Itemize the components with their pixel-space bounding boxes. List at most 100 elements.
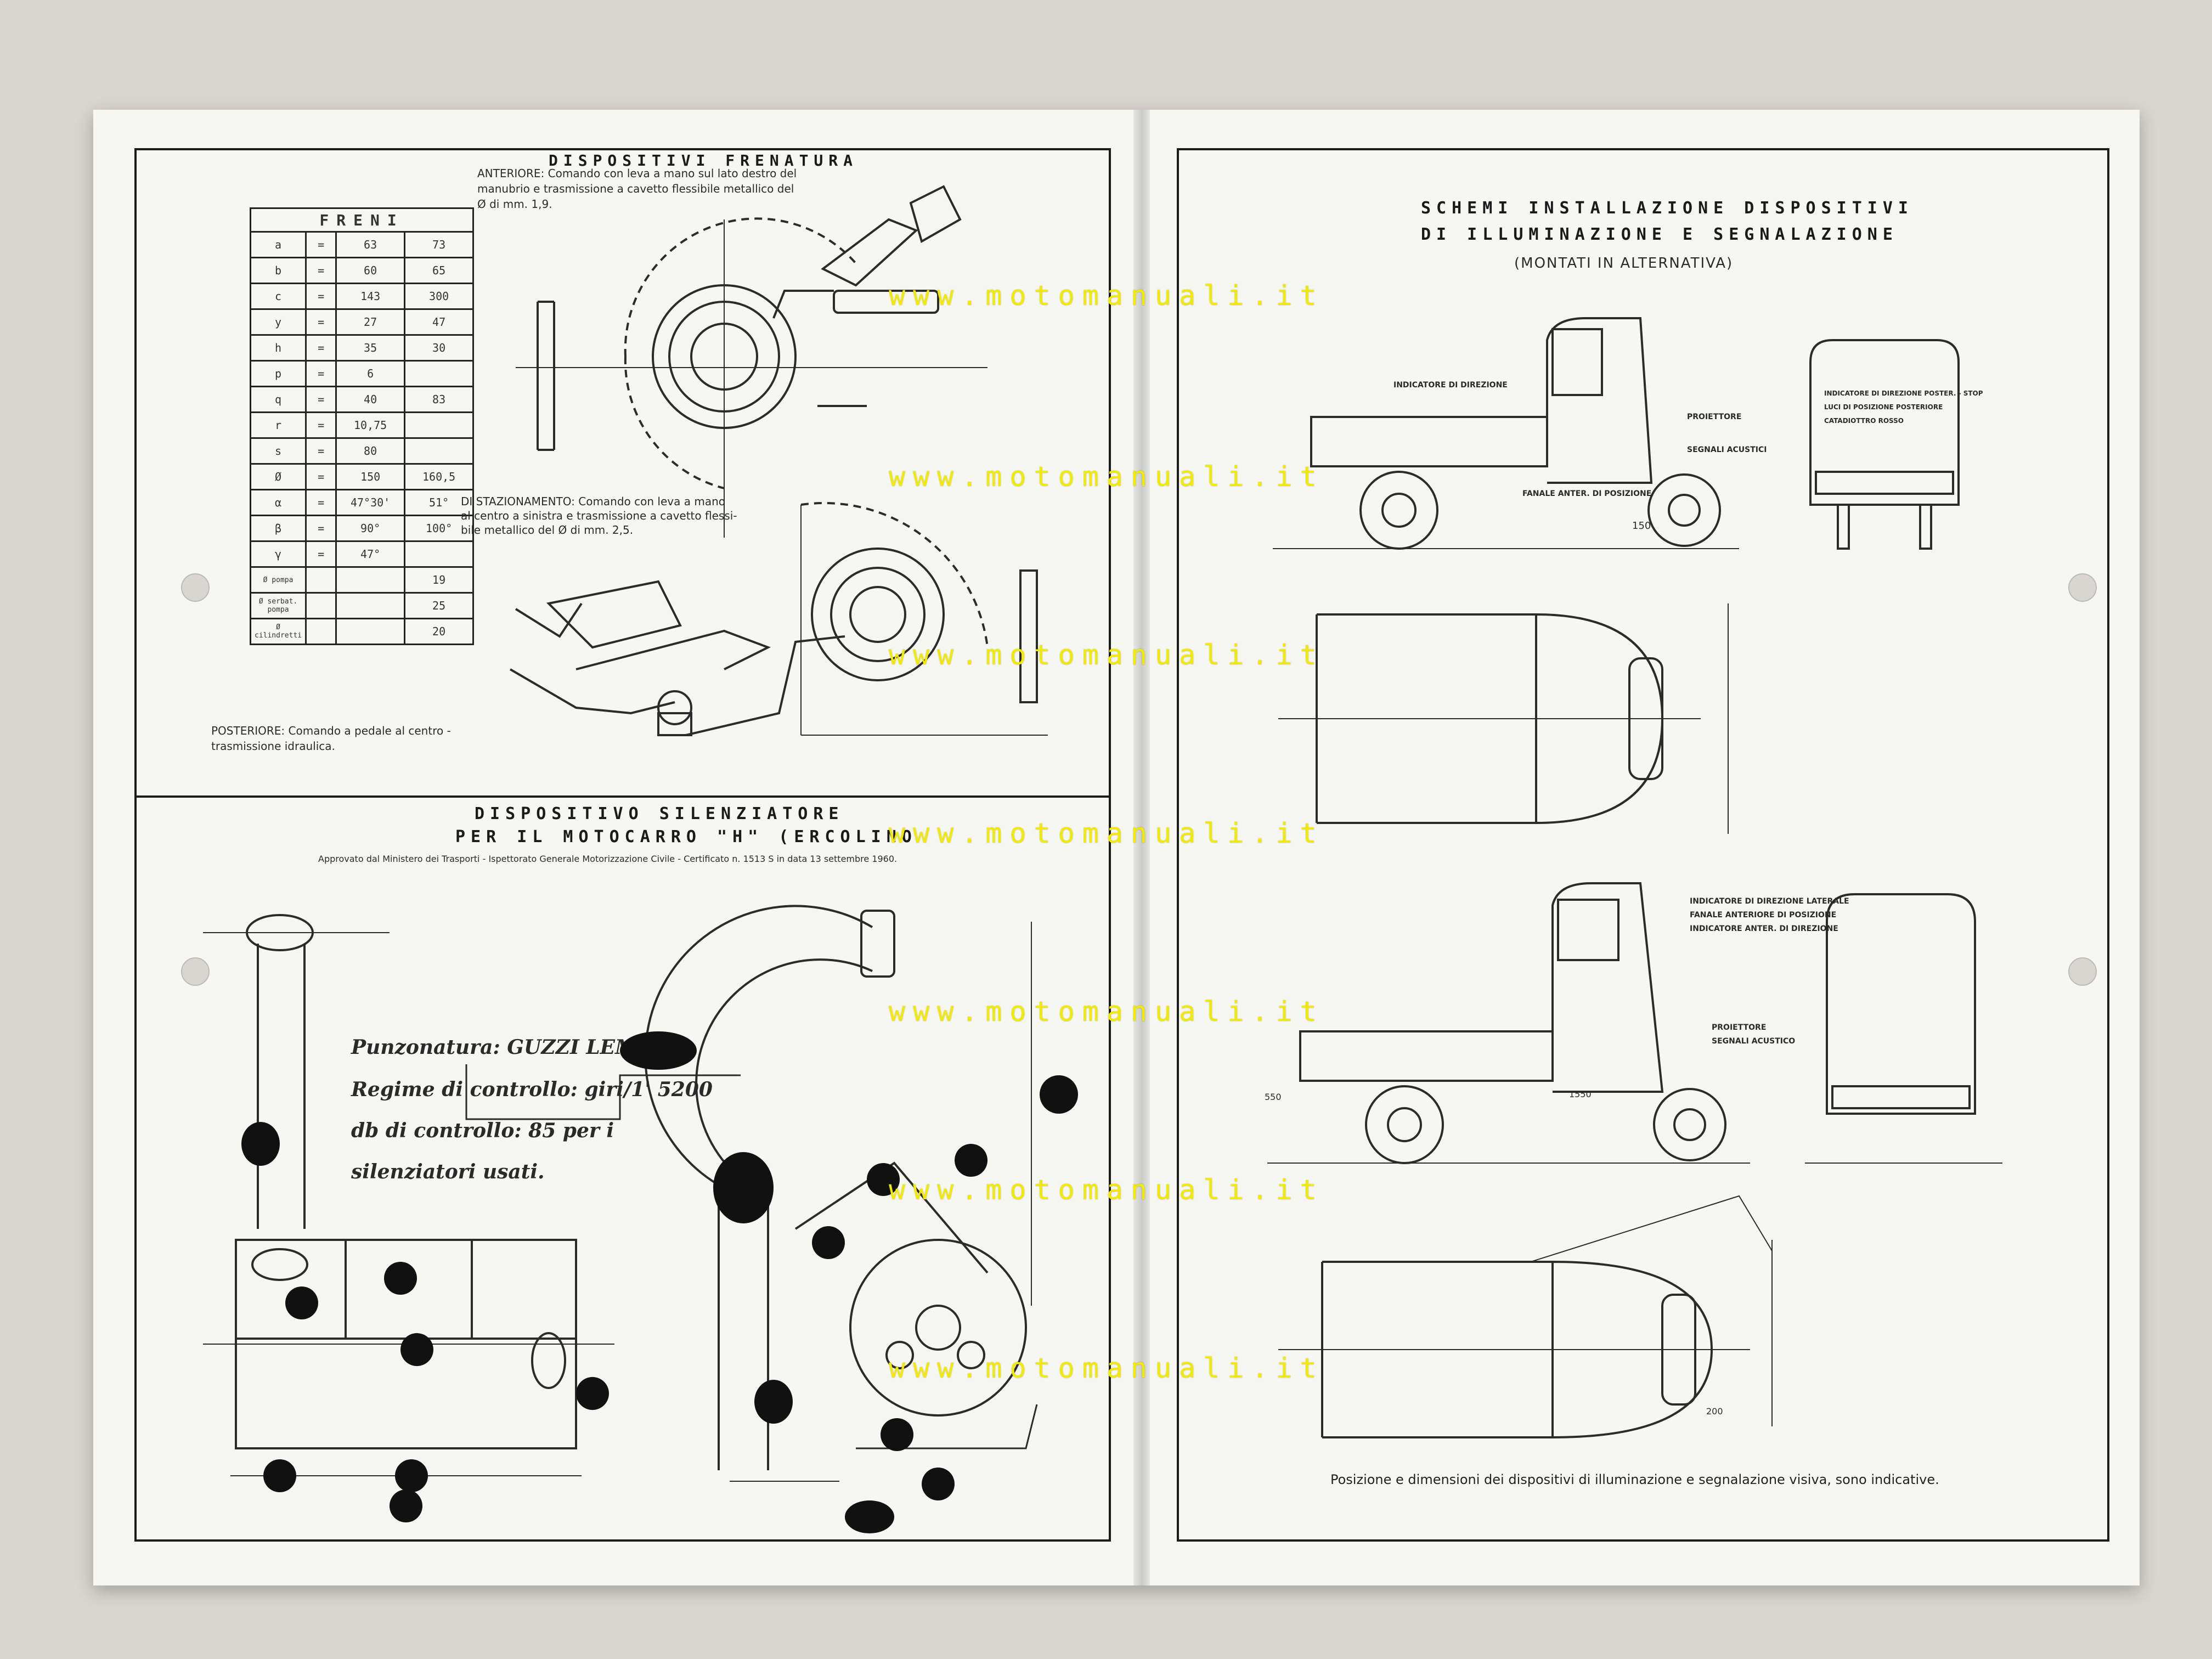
freni-cell-value-2: 19: [404, 566, 475, 594]
watermark: www.motomanuali.it: [889, 817, 1324, 849]
vehicle-diagrams: [1267, 317, 2002, 1439]
freni-cell-equals: =: [305, 463, 337, 490]
freni-cell-value-1: 63: [335, 231, 406, 258]
freni-cell-symbol: Ø: [249, 463, 307, 490]
redaction-blot: [754, 1380, 793, 1424]
freni-cell-value-2: [404, 437, 475, 465]
freni-cell-equals: =: [305, 437, 337, 465]
freni-cell-symbol: s: [249, 437, 307, 465]
dim-1550: 1550: [1569, 1089, 1592, 1099]
redaction-blot: [263, 1459, 296, 1492]
freni-cell-equals: [305, 618, 337, 645]
freni-cell-equals: =: [305, 411, 337, 439]
freni-cell-symbol: β: [249, 515, 307, 542]
redaction-blot: [620, 1031, 697, 1070]
freni-cell-symbol: q: [249, 386, 307, 413]
punch-hole: [181, 957, 210, 986]
schemi-title-2: DI ILLUMINAZIONE E SEGNALAZIONE: [1421, 225, 1898, 244]
handwritten-note-3: db di controllo: 85 per i: [351, 1119, 614, 1142]
redaction-blot: [713, 1152, 774, 1223]
freni-cell-value-2: 25: [404, 592, 475, 619]
freni-cell-value-1: 80: [335, 437, 406, 465]
punch-hole: [2068, 573, 2097, 602]
redaction-blot: [812, 1226, 845, 1259]
label-side-2: FANALE ANTERIORE DI POSIZIONE: [1690, 911, 1837, 919]
freni-cell-value-1: 10,75: [335, 411, 406, 439]
stazionamento-text-2: al centro a sinistra e trasmissione a ca…: [461, 509, 737, 522]
freni-cell-symbol: y: [249, 308, 307, 336]
freni-table-row: p=6: [249, 360, 475, 387]
label-proiettore-2: PROIETTORE: [1712, 1023, 1767, 1032]
freni-cell-symbol: Ø cilindretti: [249, 618, 307, 645]
frenatura-title: DISPOSITIVI FRENATURA: [549, 151, 859, 170]
freni-cell-symbol: p: [249, 360, 307, 387]
anteriore-text-3: Ø di mm. 1,9.: [477, 198, 552, 211]
watermark: www.motomanuali.it: [889, 280, 1324, 312]
silenziatore-title: DISPOSITIVO SILENZIATORE: [475, 804, 844, 823]
schemi-title-1: SCHEMI INSTALLAZIONE DISPOSITIVI: [1421, 199, 1914, 218]
freni-cell-value-1: 27: [335, 308, 406, 336]
freni-cell-value-2: 20: [404, 618, 475, 645]
freni-cell-symbol: c: [249, 283, 307, 310]
freni-cell-value-1: [335, 566, 406, 594]
freni-cell-value-1: 6: [335, 360, 406, 387]
freni-cell-symbol: b: [249, 257, 307, 284]
redaction-blot: [1040, 1075, 1078, 1114]
dim-550: 550: [1265, 1092, 1282, 1102]
freni-cell-value-2: 47: [404, 308, 475, 336]
label-proiettore: PROIETTORE: [1687, 413, 1742, 421]
redaction-blot: [384, 1262, 417, 1295]
freni-cell-equals: =: [305, 231, 337, 258]
left-page-frame: [134, 148, 1111, 1542]
freni-cell-value-2: 300: [404, 283, 475, 310]
dim-150: 150: [1632, 520, 1651, 532]
redaction-blot: [400, 1333, 433, 1366]
anteriore-text-2: manubrio e trasmissione a cavetto flessi…: [477, 182, 794, 195]
freni-cell-value-2: 100°: [404, 515, 475, 542]
posteriore-text-1: POSTERIORE: Comando a pedale al centro -: [211, 724, 451, 737]
freni-cell-value-1: 35: [335, 334, 406, 362]
freni-cell-symbol: γ: [249, 540, 307, 568]
freni-cell-value-1: 40: [335, 386, 406, 413]
handwritten-note-1: Punzonatura: GUZZI LEM: [351, 1036, 637, 1059]
freni-cell-value-1: 143: [335, 283, 406, 310]
freni-cell-equals: =: [305, 283, 337, 310]
freni-table-row: s=80: [249, 437, 475, 465]
freni-cell-value-2: 30: [404, 334, 475, 362]
freni-cell-value-2: [404, 360, 475, 387]
silenziatore-subtitle: PER IL MOTOCARRO "H" (ERCOLINO: [455, 827, 917, 847]
freni-table-row: γ=47°: [249, 540, 475, 568]
freni-cell-value-2: 73: [404, 231, 475, 258]
freni-cell-value-2: 51°: [404, 489, 475, 516]
freni-table-row: α=47°30'51°: [249, 489, 475, 516]
left-page-divider: [134, 795, 1111, 798]
freni-cell-equals: [305, 592, 337, 619]
dim-200: 200: [1706, 1406, 1723, 1417]
freni-cell-value-1: [335, 592, 406, 619]
redaction-blot: [395, 1459, 428, 1492]
handwritten-note-2: Regime di controllo: giri/1' 5200: [351, 1078, 713, 1101]
label-rear-2: LUCI DI POSIZIONE POSTERIORE: [1824, 403, 1943, 411]
freni-cell-value-1: 47°30': [335, 489, 406, 516]
footnote: Posizione e dimensioni dei dispositivi d…: [1330, 1472, 1939, 1487]
freni-cell-symbol: Ø pompa: [249, 566, 307, 594]
redaction-blot: [241, 1122, 280, 1166]
freni-table-title: FRENI: [249, 207, 475, 233]
freni-cell-value-2: 83: [404, 386, 475, 413]
watermark: www.motomanuali.it: [889, 1174, 1324, 1206]
stazionamento-text-1: DI STAZIONAMENTO: Comando con leva a man…: [461, 495, 725, 508]
freni-cell-value-1: 47°: [335, 540, 406, 568]
right-page-frame: [1177, 148, 2109, 1542]
handwritten-note-4: silenziatori usati.: [351, 1160, 545, 1183]
label-side-1: INDICATORE DI DIREZIONE LATERALE: [1690, 897, 1849, 906]
freni-cell-value-2: [404, 540, 475, 568]
freni-cell-equals: =: [305, 257, 337, 284]
